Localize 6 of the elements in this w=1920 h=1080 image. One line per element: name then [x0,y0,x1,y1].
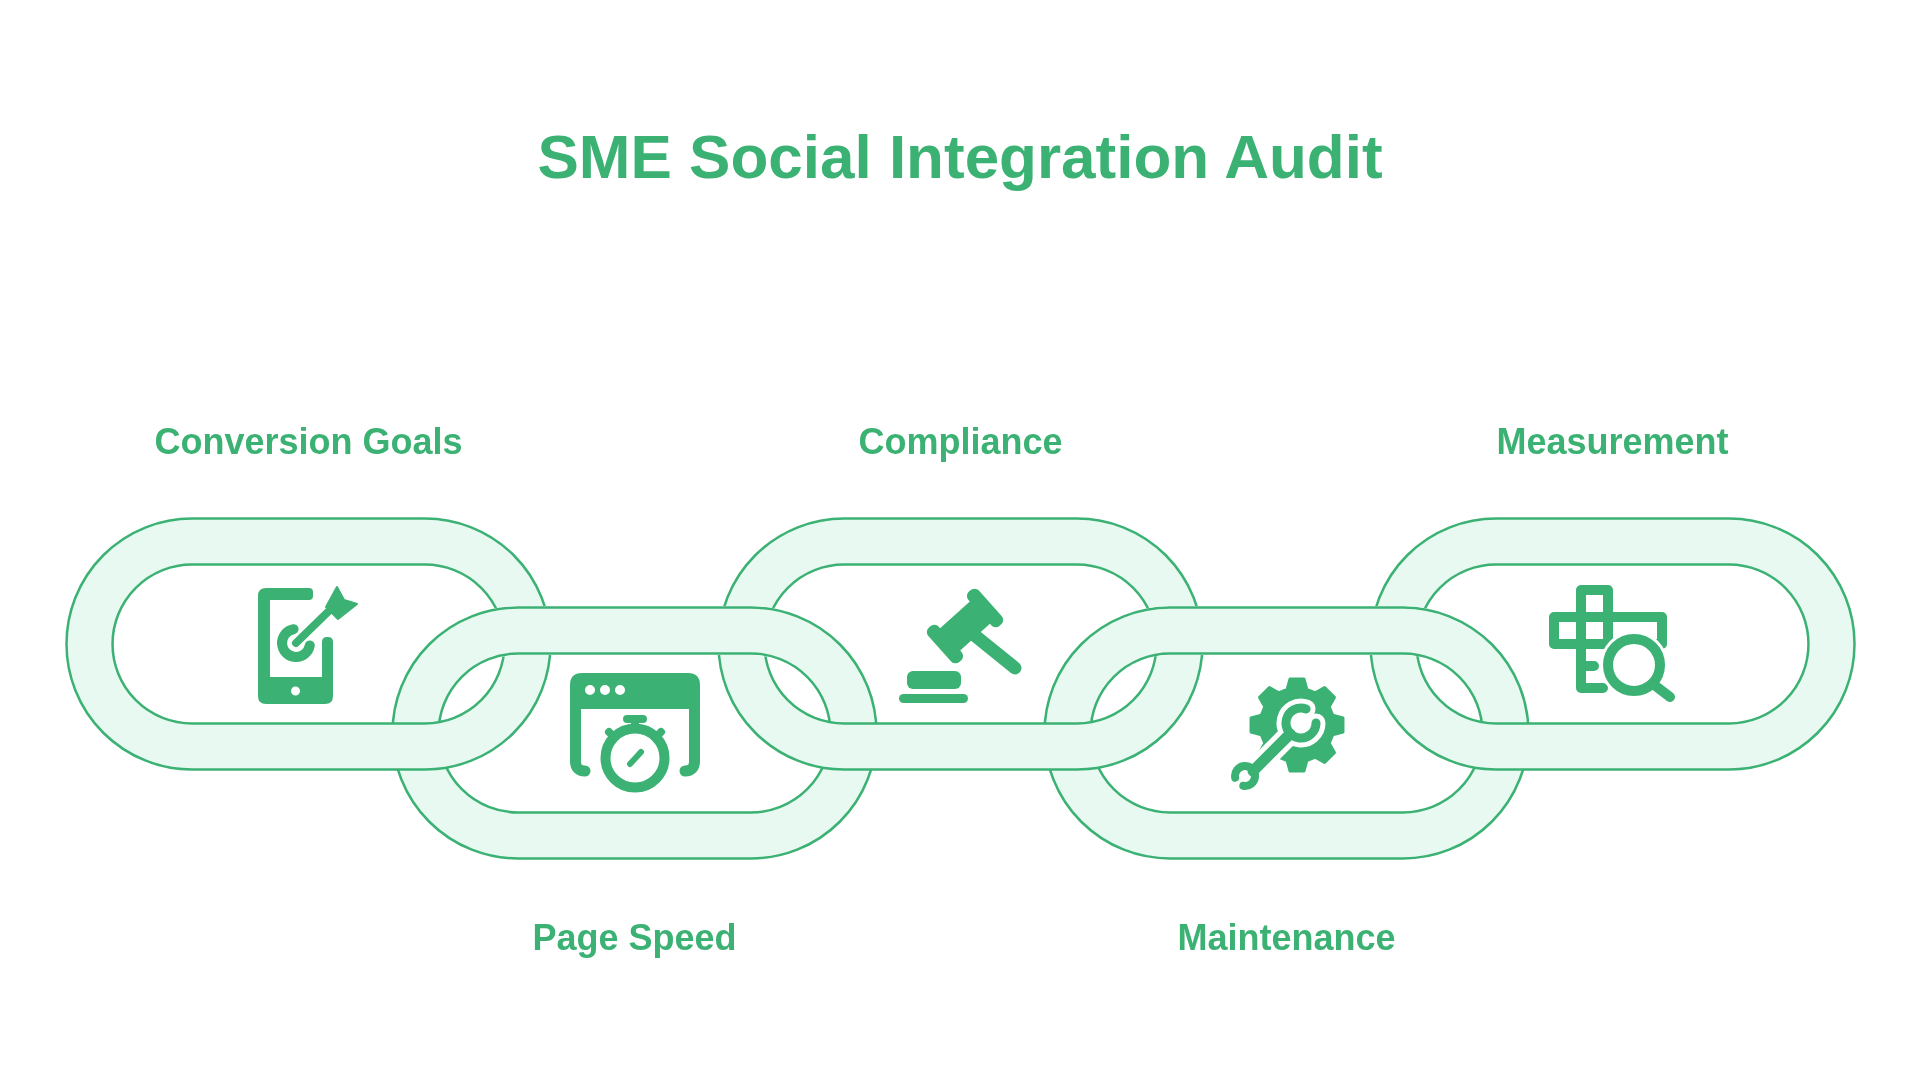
link-label: Maintenance [1177,916,1396,959]
link-label: Measurement [1496,420,1729,463]
link-label: Compliance [858,420,1063,463]
link-label: Page Speed [532,916,737,959]
title: SME Social Integration Audit [537,121,1383,193]
link-label: Conversion Goals [154,420,463,463]
